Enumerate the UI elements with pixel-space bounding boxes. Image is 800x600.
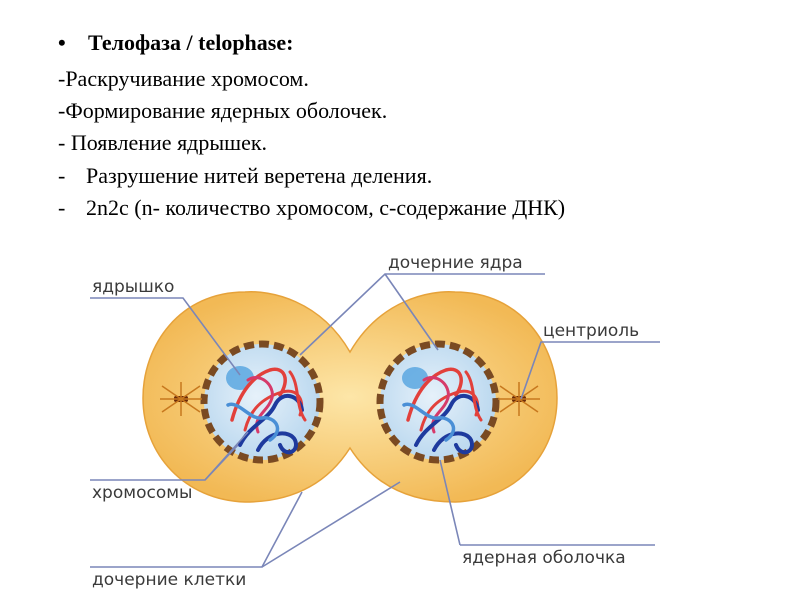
nucleolus xyxy=(226,366,254,390)
heading-title: Телофаза / telophase: xyxy=(88,30,294,55)
left-nucleus xyxy=(200,340,324,464)
pointer-chromosomes-2 xyxy=(204,444,239,481)
pointer-daughter-cells-2 xyxy=(261,481,401,568)
list-item-text: - Появление ядрышек. xyxy=(58,130,268,155)
dash-marker: - xyxy=(58,195,66,220)
list-item-text: -Формирование ядерных оболочек. xyxy=(58,98,388,123)
bullet-icon: • xyxy=(58,30,66,55)
label-nucleolus: ядрышко xyxy=(92,277,174,297)
label-chromosomes: хромосомы xyxy=(92,483,192,503)
list-item: - Появление ядрышек. xyxy=(58,130,267,156)
list-item-text: 2n2c (n- количество хромосом, c-содержан… xyxy=(86,195,566,220)
nucleolus xyxy=(402,367,428,389)
telophase-diagram: ядрышко дочерние ядра центриоль хромосом… xyxy=(90,253,660,590)
list-item: -Разрушение нитей веретена деления. xyxy=(58,163,432,189)
pointer-daughter-nuclei-right xyxy=(384,273,439,351)
list-item: -Формирование ядерных оболочек. xyxy=(58,98,387,124)
chromosomes xyxy=(226,367,307,455)
pointer-nuclear-envelope-2 xyxy=(439,459,461,546)
diagram-labels: ядрышко дочерние ядра центриоль хромосом… xyxy=(92,253,639,590)
centriole-right xyxy=(498,382,540,416)
right-nucleus xyxy=(376,340,500,464)
label-nuclear-envelope: ядерная оболочка xyxy=(462,548,626,568)
pointer-lines xyxy=(90,273,660,568)
label-daughter-nuclei: дочерние ядра xyxy=(388,253,523,273)
label-daughter-cells: дочерние клетки xyxy=(92,570,246,590)
list-item-text: Разрушение нитей веретена деления. xyxy=(86,163,433,188)
list-item: -2n2c (n- количество хромосом, c-содержа… xyxy=(58,195,565,221)
nuclear-envelope xyxy=(200,340,324,464)
pointer-daughter-cells xyxy=(90,491,303,568)
chromosomes xyxy=(402,367,483,455)
pointer-centriole xyxy=(520,341,660,400)
slide-heading: • Телофаза / telophase: xyxy=(58,30,293,56)
label-centriole: центриоль xyxy=(543,321,639,341)
centriole-left xyxy=(160,382,202,416)
pointer-nucleolus xyxy=(90,297,241,376)
nuclear-envelope xyxy=(376,340,500,464)
list-item-text: -Раскручивание хромосом. xyxy=(58,66,309,91)
dash-marker: - xyxy=(58,163,66,188)
list-item: -Раскручивание хромосом. xyxy=(58,66,309,92)
text-block: • Телофаза / telophase: -Раскручивание хр… xyxy=(0,0,800,240)
